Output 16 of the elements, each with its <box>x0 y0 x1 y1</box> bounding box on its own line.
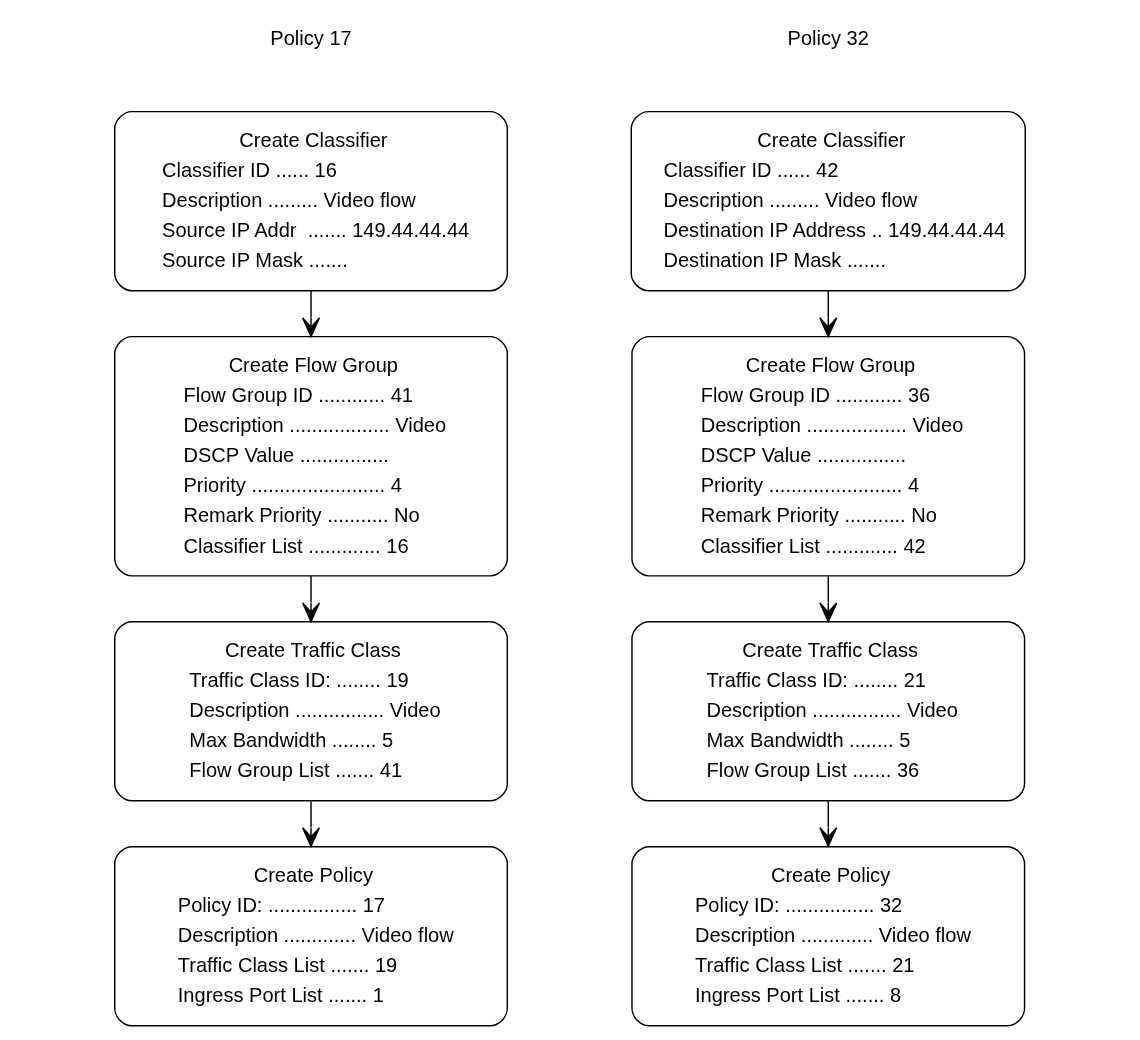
node-box: Create Traffic Class Traffic Class ID: ........ 21 Description ................ Video Max Bandwidth ........ 5 Flow Group List ....... 36 <box>631 621 1026 802</box>
arrow <box>301 575 321 623</box>
node-box: Create Traffic Class Traffic Class ID: ........ 19 Description ................ Video Max Bandwidth ........ 5 Flow Group List ....... 41 <box>114 621 509 802</box>
label: Policy 32 <box>787 27 869 50</box>
node-box: Create Classifier Classifier ID ...... 42 Description ......... Video flow Destination IP Address .. 149.44.44.44 Destination IP Mask ....... <box>630 110 1026 292</box>
node-box: Create Flow Group Flow Group ID ............ 36 Description .................. Video DSCP Value ................ Priority ........................ 4 Remark Priority ........... No Classifier List ............. 42 <box>631 335 1026 577</box>
arrow <box>819 575 838 623</box>
label: Policy 17 <box>270 27 352 50</box>
node-box: Create Policy Policy ID: ................ 17 Description ............. Video flow Traffic Class List ....... 19 Ingress Port List ....... 1 <box>114 845 509 1027</box>
node-box: Create Classifier Classifier ID ...... 16 Description ......... Video flow Source IP Addr ....... 149.44.44.44 Source IP Mask ....... <box>114 110 509 292</box>
arrow <box>819 290 838 338</box>
node-box: Create Policy Policy ID: ................ 32 Description ............. Video flow Traffic Class List ....... 21 Ingress Port List ....... 8 <box>631 845 1026 1027</box>
node-box: Create Flow Group Flow Group ID ............ 41 Description .................. Video DSCP Value ................ Priority ........................ 4 Remark Priority ........... No Classifier List ............. 16 <box>114 335 509 577</box>
arrow <box>819 800 838 848</box>
arrow <box>301 290 321 338</box>
arrow <box>301 800 321 848</box>
